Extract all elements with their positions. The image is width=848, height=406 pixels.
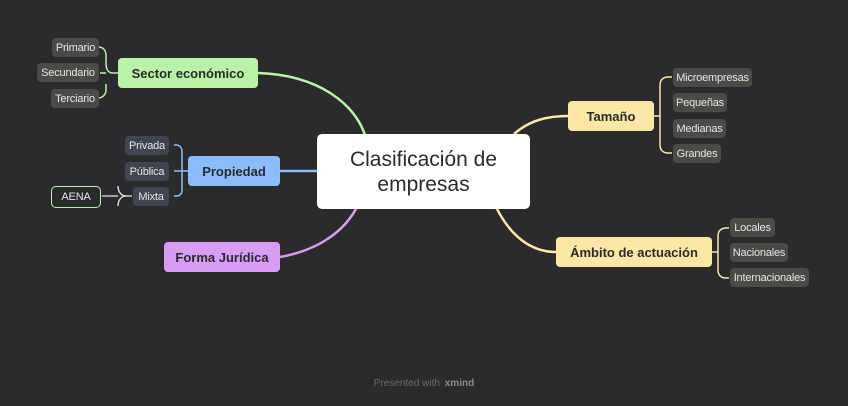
- sub-propiedad-privada[interactable]: Privada: [125, 136, 169, 155]
- sub-propiedad-mixta[interactable]: Mixta: [133, 187, 169, 206]
- bracket-tamano: [654, 76, 672, 154]
- connector-ambito: [494, 206, 557, 254]
- branch-sector-economico[interactable]: Sector económico: [118, 58, 258, 88]
- sub-tamano-pequenas[interactable]: Pequeñas: [673, 93, 727, 112]
- bracket-mixta: [102, 185, 132, 207]
- branch-tamano[interactable]: Tamaño: [568, 101, 654, 131]
- sub-tamano-grandes[interactable]: Grandes: [673, 144, 721, 163]
- sub-sector-terciario[interactable]: Terciario: [51, 89, 99, 108]
- central-topic[interactable]: Clasificación de empresas: [317, 134, 530, 209]
- connector-tamano: [513, 114, 569, 135]
- sub-tamano-medianas[interactable]: Medianas: [673, 119, 726, 138]
- sub-mixta-aena[interactable]: AENA: [51, 186, 101, 208]
- sub-sector-primario[interactable]: Primario: [52, 38, 99, 57]
- sub-ambito-locales[interactable]: Locales: [730, 218, 775, 237]
- presented-with-footer: Presented with xmind: [0, 378, 848, 389]
- branch-ambito-actuacion[interactable]: Ámbito de actuación: [556, 237, 712, 267]
- connector-forma: [279, 206, 359, 259]
- sub-ambito-internacionales[interactable]: Internacionales: [730, 268, 809, 287]
- branch-forma-juridica[interactable]: Forma Jurídica: [164, 242, 280, 272]
- bracket-propiedad: [174, 144, 188, 197]
- footer-prefix: Presented with: [373, 378, 440, 389]
- sub-tamano-microempresas[interactable]: Microempresas: [673, 68, 752, 87]
- branch-propiedad[interactable]: Propiedad: [188, 156, 280, 186]
- sub-ambito-nacionales[interactable]: Nacionales: [730, 243, 788, 262]
- xmind-logo: xmind: [444, 378, 475, 389]
- sub-propiedad-publica[interactable]: Pública: [125, 162, 169, 181]
- sub-sector-secundario[interactable]: Secundario: [37, 63, 99, 82]
- connector-sector: [257, 71, 367, 136]
- bracket-ambito: [712, 227, 729, 279]
- bracket-sector: [97, 46, 118, 99]
